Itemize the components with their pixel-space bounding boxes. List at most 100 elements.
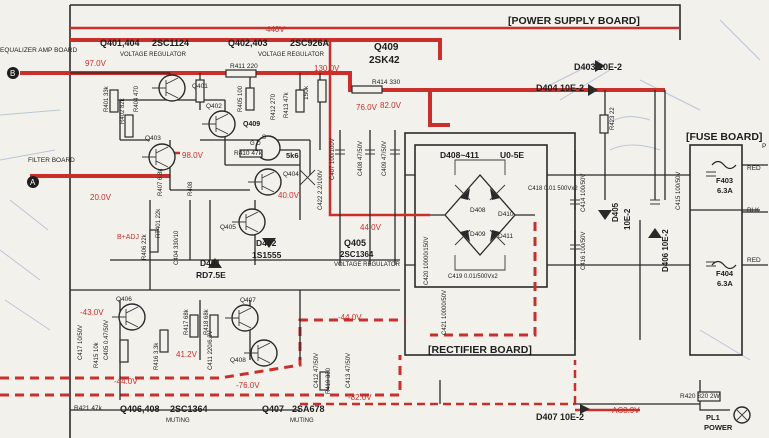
r408-label: R408 [188,181,194,196]
fuse-board-title: [FUSE BOARD] [686,131,762,143]
r417-label: R417 68k [184,308,190,335]
c417-label: C417 10/50V [78,325,84,360]
d405-label: D405 [611,202,620,222]
connectors [7,67,39,188]
fuse-symbols [711,160,737,270]
q407-function: MUTING [290,418,314,424]
q407-label: Q407 [262,404,284,414]
voltage-82: 82.0V [380,101,402,110]
red-rails [0,26,680,412]
q409-type: 2SK42 [369,55,400,66]
d402-symbol [262,238,276,248]
r420-label: R420 820 2W [680,393,721,400]
wire-red-1: RED [747,165,761,172]
diode-labels: D403 10E-2 D404 10E-2 D408~411 U0-5E D40… [196,62,670,422]
r407-label: R407 6.8k [158,168,164,196]
filter-pin: A [30,178,36,187]
voltage-ac3-9: AC3.9V [612,406,640,415]
r416-label: R416 3.3k [154,342,160,370]
f403-value: 6.3A [717,186,733,195]
d402-type: 1S1555 [252,250,282,260]
r405-label: R405 100 [238,85,244,112]
voltage-97: 97.0V [85,59,107,68]
transistor-group-labels: Q401,404 2SC1124 VOLTAGE REGULATOR Q402,… [100,38,401,424]
q405-type: 2SC1364 [340,250,374,259]
q402-403-function: VOLTAGE REGULATOR [258,52,325,58]
q403-designator: Q403 [145,135,161,142]
r401-label: R401 33k [104,85,110,112]
q406-408-label: Q406,408 [120,404,160,414]
d405-symbol [598,210,612,220]
f404-value: 6.3A [717,279,733,288]
d407-symbol [580,404,590,414]
rt401-label: RT401 22k [156,208,162,238]
voltage-20: 20.0V [90,193,112,202]
voltage-m44c: -44.0V [114,377,138,386]
pilot-lamp-labels: PL1 POWER [704,413,733,432]
c419-label: C419 0.01/500Vx2 [448,274,498,280]
voltage-m76: -76.0V [236,381,260,390]
d406-label: D406 10E-2 [661,229,670,272]
q406-designator: Q406 [116,296,132,303]
q406-408-function: MUTING [166,418,190,424]
c413-label: C413 47/50V [346,353,352,388]
d411-label: D411 [498,233,513,240]
c412-label: C412 47/50V [314,353,320,388]
c420-label: C420 10000/150V [424,237,430,285]
d401-label: D401 [200,258,221,268]
c411-label: C411 220/6.3V [208,330,214,370]
r406-label: R406 22k [142,233,148,260]
d410-label: D410 [498,211,514,218]
d401-symbol [208,258,222,268]
q402-403-label: Q402,403 [228,38,268,48]
diode-bridge [430,159,535,271]
rectifier-board-title: [RECTIFIER BOARD] [428,344,532,356]
c409-label: C409 47/50V [382,141,388,176]
c404-label: C404 330/10 [174,230,180,265]
d405-type: 10E-2 [623,208,632,230]
r5k6-label: 5k6 [286,151,299,160]
d404-label: D404 10E-2 [536,83,584,93]
d403-symbol [595,60,605,72]
q401-404-type: 2SC1124 [152,38,189,48]
fuse-labels: F403 6.3A F404 6.3A [716,176,734,288]
c407-label: C407 100/100V [330,138,336,180]
r150k-label: 150k [303,85,310,100]
wire-blk: BLK [747,207,760,214]
q407-type: 2SA678 [292,404,325,414]
equalizer-label: EQUALIZER AMP BOARD [0,47,77,54]
d407-label: D407 10E-2 [536,412,584,422]
b-adj-label: B+ADJ [117,234,139,241]
c422-label: C422 2.2/100V [318,170,324,210]
pl1-label: PL1 [706,413,720,422]
equalizer-pin: B [10,69,15,78]
c414-label: C414 100/50V [581,174,587,212]
r411-label: R411 220 [230,63,258,70]
r419-label: R419 330 [326,367,332,394]
connector-labels: EQUALIZER AMP BOARD B FILTER BOARD A [0,47,77,187]
r418-label: R418 68k [204,308,210,335]
q407-designator: Q407 [240,297,256,304]
q401-404-label: Q401,404 [100,38,140,48]
c405-label: C405 0.47/50V [104,320,110,360]
component-labels: R411 220 R414 330 150k R413 47k R412 270… [74,63,721,412]
q404-designator: Q404 [283,171,299,178]
voltage-76: 76.0V [356,103,378,112]
r410-label: R410 47k [234,150,263,157]
c421-label: C421 10000/50V [442,290,448,335]
c408-label: C408 47/50V [358,141,364,176]
transistor-symbols [112,74,282,367]
wire-p: P [762,143,766,150]
voltage-m43: -43.0V [80,308,104,317]
voltage-98: 98.0V [182,151,204,160]
q409-s: S [262,135,266,141]
voltage-440: 440V [266,25,285,34]
d404-symbol [588,84,598,96]
board-frames [69,4,743,438]
titles: [POWER SUPPLY BOARD] [FUSE BOARD] [RECTI… [428,15,762,356]
voltage-40: 40.0V [278,191,300,200]
f403-label: F403 [716,176,733,185]
r402-label: R402 82k [120,97,126,124]
